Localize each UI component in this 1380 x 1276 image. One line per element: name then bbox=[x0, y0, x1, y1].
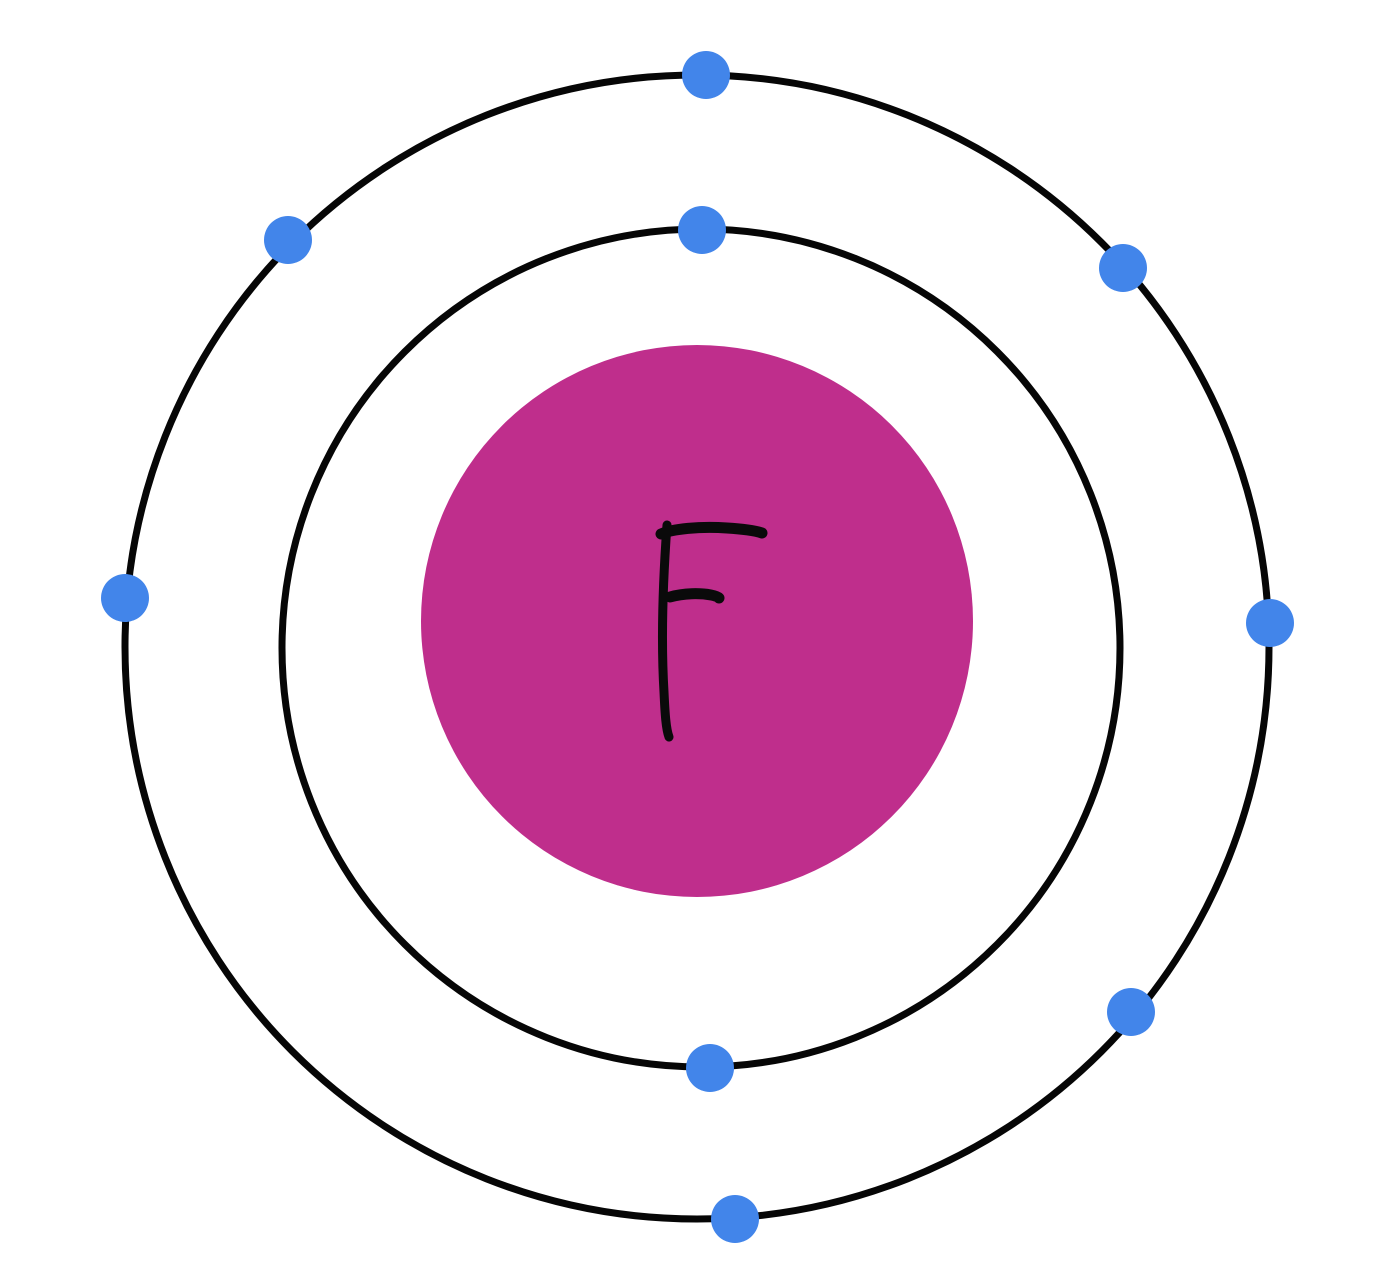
outer-shell-electron bbox=[101, 574, 149, 622]
nucleus bbox=[421, 345, 973, 897]
f-top-bar-stroke bbox=[655, 521, 768, 540]
electrons bbox=[101, 51, 1294, 1243]
f-vertical-stroke bbox=[658, 520, 674, 742]
nucleus-circle bbox=[421, 345, 973, 897]
outer-shell-electron bbox=[711, 1195, 759, 1243]
outer-shell-electron bbox=[682, 51, 730, 99]
outer-shell-electron bbox=[1246, 599, 1294, 647]
outer-shell-electron bbox=[1099, 244, 1147, 292]
element-symbol bbox=[655, 520, 768, 742]
f-middle-bar-stroke bbox=[664, 588, 725, 604]
inner-shell-electron bbox=[678, 206, 726, 254]
outer-shell-electron bbox=[264, 216, 312, 264]
inner-shell-electron bbox=[686, 1044, 734, 1092]
outer-shell-electron bbox=[1107, 988, 1155, 1036]
